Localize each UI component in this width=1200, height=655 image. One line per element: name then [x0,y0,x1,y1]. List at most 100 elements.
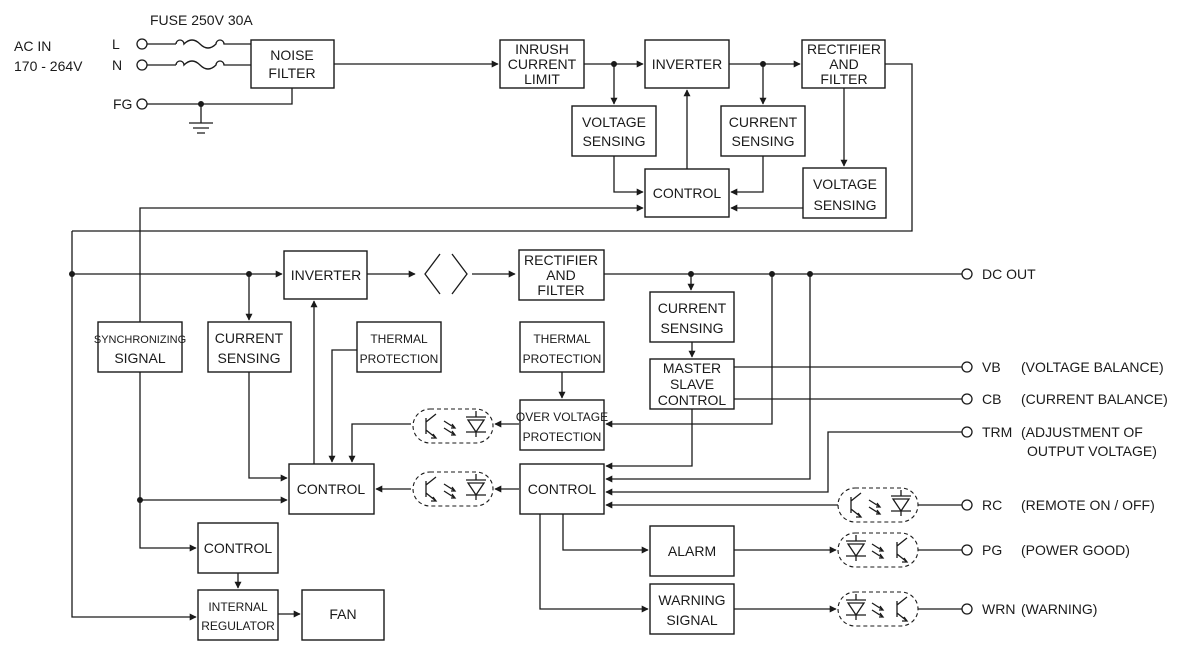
main-rectifier-filter-block: RECTIFIER AND FILTER [518,249,605,301]
vb-terminal [961,361,973,373]
over-voltage-protection-block: OVER VOLTAGE PROTECTION [516,399,608,451]
inrush-current-limit-block: INRUSH CURRENT LIMIT [499,39,585,89]
trm-label: TRM [982,424,1012,440]
svg-text:SENSING: SENSING [731,133,794,149]
svg-text:SENSING: SENSING [660,320,723,336]
primary-current-sensing-block: CURRENT SENSING [720,105,806,157]
svg-text:FILTER: FILTER [820,71,867,87]
noise-filter-block: NOISE FILTER [250,39,335,89]
wrn-terminal [961,603,973,615]
alarm-block: ALARM [649,525,735,577]
output-current-sensing-block: CURRENT SENSING [649,291,735,343]
svg-text:PROTECTION: PROTECTION [523,352,602,366]
primary-output-voltage-sensing-block: VOLTAGE SENSING [802,167,887,219]
svg-text:OVER VOLTAGE: OVER VOLTAGE [516,410,608,424]
svg-text:SIGNAL: SIGNAL [114,350,166,366]
photocoupler-ovp-icon [412,408,494,444]
svg-text:VOLTAGE: VOLTAGE [813,176,877,192]
svg-text:FILTER: FILTER [537,282,584,298]
wrn-description: (WARNING) [1021,601,1097,617]
svg-text:SENSING: SENSING [813,197,876,213]
ac-in-range-label: 170 - 264V [14,58,83,74]
photocoupler-control-icon [412,471,494,507]
svg-text:FAN: FAN [329,606,356,622]
fg-label: FG [113,96,132,112]
main-control-right-block: CONTROL [519,463,605,515]
n-terminal [136,59,148,71]
svg-text:PROTECTION: PROTECTION [523,430,602,444]
primary-voltage-sensing-block: VOLTAGE SENSING [571,105,657,157]
vb-label: VB [982,359,1001,375]
svg-text:AND: AND [546,267,576,283]
svg-text:CURRENT: CURRENT [508,56,577,72]
pg-label: PG [982,542,1002,558]
rc-label: RC [982,497,1002,513]
synchronizing-signal-block: SYNCHRONIZING SIGNAL [94,321,186,373]
svg-text:REGULATOR: REGULATOR [201,619,275,633]
ac-in-label: AC IN [14,38,51,54]
pg-terminal [961,544,973,556]
dc-out-label: DC OUT [982,266,1036,282]
fg-terminal [136,98,148,110]
svg-text:AND: AND [829,56,859,72]
main-current-sensing-block: CURRENT SENSING [207,321,292,373]
svg-text:CURRENT: CURRENT [658,300,727,316]
rc-description: (REMOTE ON / OFF) [1021,497,1155,513]
svg-text:CURRENT: CURRENT [215,330,284,346]
main-control-left-block: CONTROL [288,463,375,515]
svg-text:CONTROL: CONTROL [658,392,727,408]
svg-text:LIMIT: LIMIT [524,71,560,87]
svg-text:SENSING: SENSING [217,350,280,366]
cb-label: CB [982,391,1001,407]
svg-text:PROTECTION: PROTECTION [360,352,439,366]
svg-text:CONTROL: CONTROL [204,540,273,556]
svg-text:INVERTER: INVERTER [652,56,723,72]
fuse-l-icon [147,39,251,49]
svg-text:FILTER: FILTER [268,65,315,81]
svg-text:THERMAL: THERMAL [533,332,591,346]
fan-control-block: CONTROL [197,522,279,574]
svg-text:WARNING: WARNING [658,592,725,608]
ground-icon [189,104,213,134]
trm-description-line2: OUTPUT VOLTAGE) [1027,443,1157,459]
svg-text:SIGNAL: SIGNAL [666,612,718,628]
svg-text:VOLTAGE: VOLTAGE [582,114,646,130]
wrn-label: WRN [982,601,1015,617]
warning-signal-block: WARNING SIGNAL [649,583,735,635]
cb-terminal [961,393,973,405]
svg-text:SENSING: SENSING [582,133,645,149]
primary-control-block: CONTROL [644,168,730,218]
primary-rectifier-filter-block: RECTIFIER AND FILTER [801,39,886,89]
thermal-protection-left-block: THERMAL PROTECTION [356,321,442,373]
svg-text:SYNCHRONIZING: SYNCHRONIZING [94,334,186,346]
output-terminals: VB (VOLTAGE BALANCE) CB (CURRENT BALANCE… [961,359,1168,617]
svg-text:NOISE: NOISE [270,47,314,63]
svg-text:MASTER: MASTER [663,360,721,376]
cb-description: (CURRENT BALANCE) [1021,391,1168,407]
svg-text:CONTROL: CONTROL [653,185,722,201]
svg-text:CONTROL: CONTROL [297,481,366,497]
fuse-label: FUSE 250V 30A [150,12,253,28]
primary-inverter-block: INVERTER [644,39,730,89]
photocoupler-pg-icon [837,532,919,568]
svg-text:INTERNAL: INTERNAL [208,600,268,614]
transformer-icon [424,253,468,295]
svg-text:INRUSH: INRUSH [515,41,569,57]
svg-text:INVERTER: INVERTER [291,267,362,283]
trm-description-line1: (ADJUSTMENT OF [1021,424,1143,440]
trm-terminal [961,426,973,438]
line-l-label: L [112,36,120,52]
svg-text:RECTIFIER: RECTIFIER [524,252,598,268]
svg-text:SLAVE: SLAVE [670,376,714,392]
dc-out-terminal [961,268,973,280]
svg-text:THERMAL: THERMAL [370,332,428,346]
master-slave-control-block: MASTER SLAVE CONTROL [649,358,735,410]
photocoupler-wrn-icon [837,591,919,627]
internal-regulator-block: INTERNAL REGULATOR [197,589,279,641]
thermal-protection-right-block: THERMAL PROTECTION [519,321,605,373]
fan-block: FAN [301,589,385,641]
svg-text:ALARM: ALARM [668,543,716,559]
svg-text:RECTIFIER: RECTIFIER [807,41,881,57]
input-section: FUSE 250V 30A AC IN 170 - 264V L N FG [14,12,293,134]
